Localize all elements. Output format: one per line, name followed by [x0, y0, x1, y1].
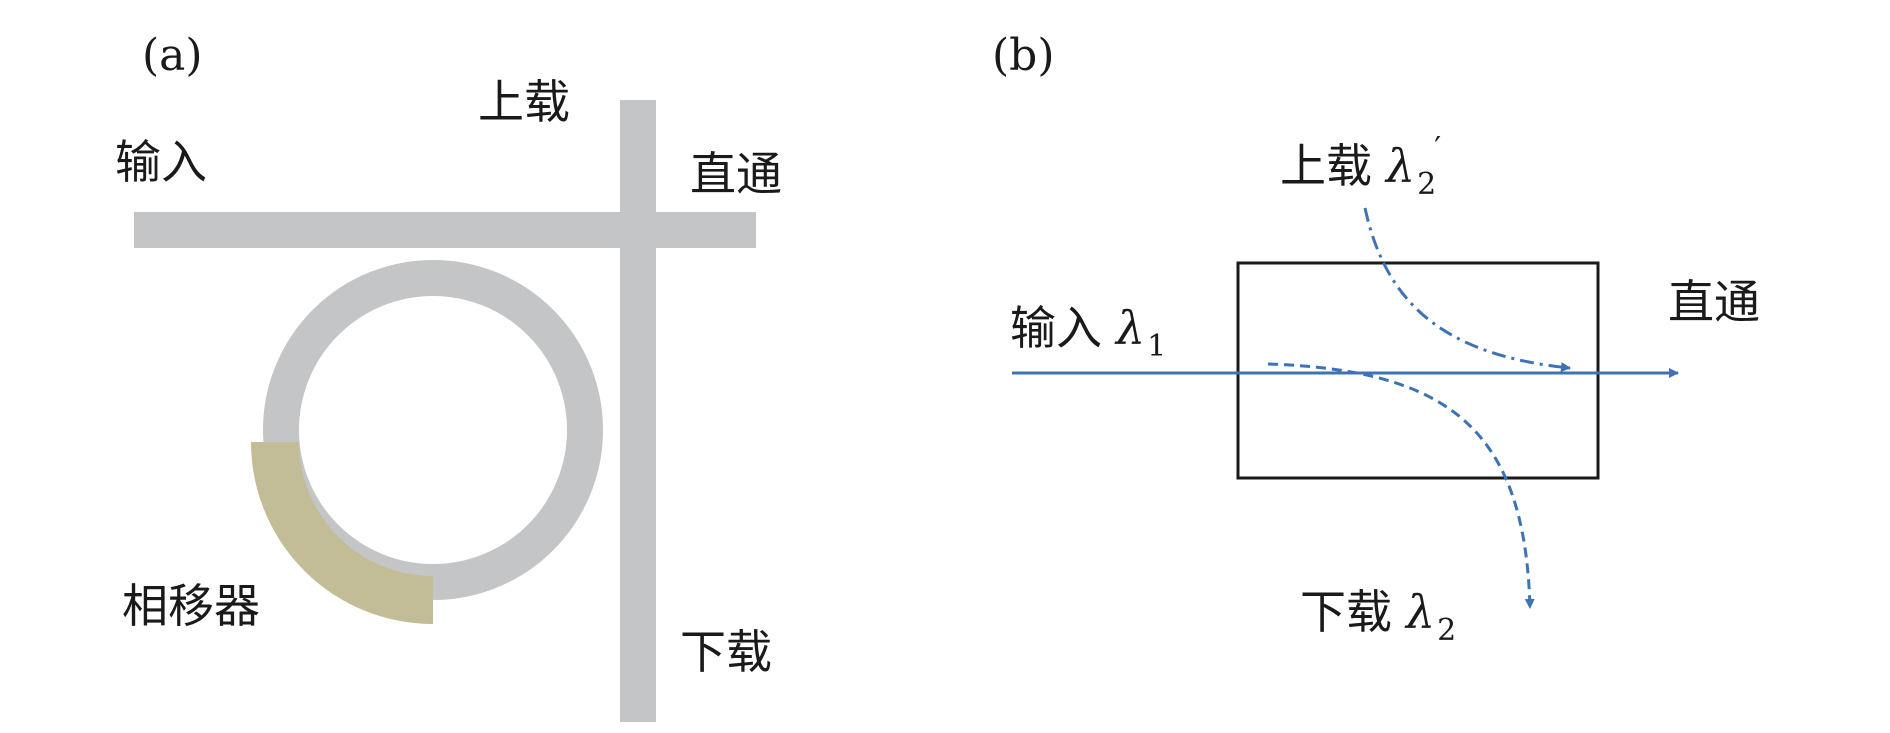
device-box	[1236, 261, 1600, 480]
input-label: 输入	[115, 135, 207, 189]
phase-shifter-label: 相移器	[122, 579, 260, 633]
panel-a-label: (a)	[142, 30, 203, 81]
panel-a: (a) 输入 上载 直通 下载 相移器	[115, 30, 782, 722]
drop-curve-arrow	[1267, 362, 1535, 609]
phase-shifter-arc	[251, 441, 434, 624]
add-curve-arrow	[1363, 207, 1571, 373]
panel-b-label: (b)	[992, 30, 1055, 81]
add-label: 上载	[478, 75, 570, 129]
drop-waveguide	[620, 100, 656, 722]
through-label: 直通	[690, 147, 782, 201]
drop-label: 下载	[680, 625, 772, 679]
through-label-b: 直通	[1668, 275, 1760, 329]
bus-waveguide	[134, 212, 756, 248]
